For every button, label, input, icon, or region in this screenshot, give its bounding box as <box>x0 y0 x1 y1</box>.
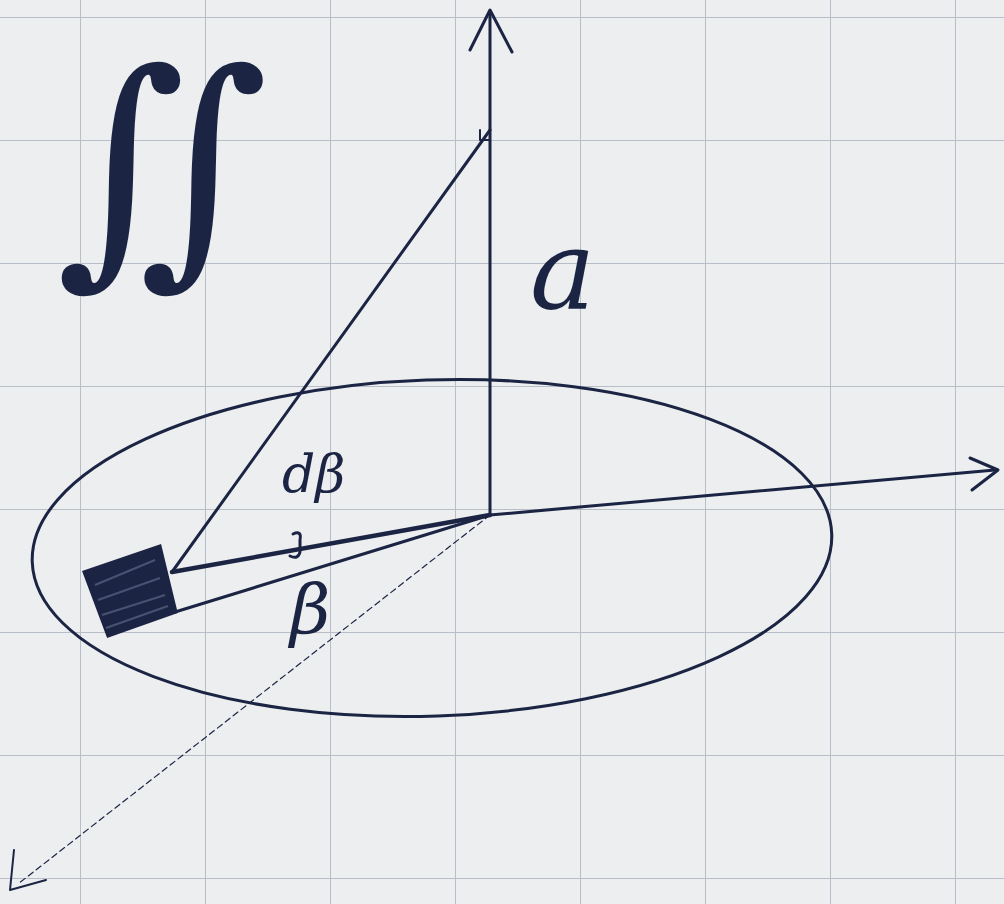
disk-outline <box>26 366 837 730</box>
integral-sign: ∬ <box>56 40 269 290</box>
y-axis <box>18 515 490 884</box>
axis-arrowhead <box>470 10 512 52</box>
radius-line <box>175 515 490 612</box>
axis-arrowhead <box>10 850 46 890</box>
axis-arrowhead <box>970 458 998 490</box>
height-label: a <box>530 215 596 325</box>
x-axis <box>490 470 995 515</box>
surface-element <box>84 546 176 636</box>
right-angle-mark <box>480 130 490 140</box>
angle-increment-label: dβ <box>282 448 345 500</box>
z-axis <box>489 12 492 515</box>
angle-arc <box>290 533 300 557</box>
angle-label: β <box>290 575 330 645</box>
